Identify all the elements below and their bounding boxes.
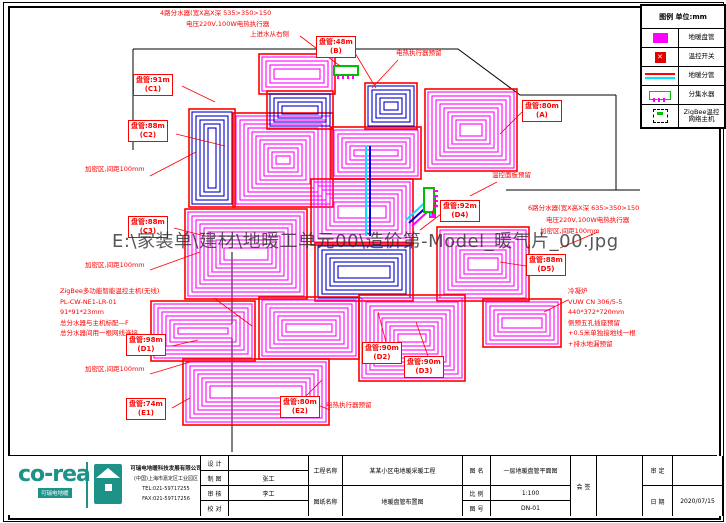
red-annotation: 6路分水器(宽X高X深 635>350>150	[528, 204, 640, 212]
area-label: 盘管:88m(D5)	[526, 254, 566, 276]
tb-draft-label: 制 图	[201, 471, 229, 486]
area-label: 盘管:98m(D1)	[126, 334, 166, 356]
area-label: 盘管:88m(C3)	[128, 216, 168, 238]
area-label: 盘管:88m(C2)	[128, 120, 168, 142]
red-annotation: 电热执行器预留	[396, 49, 442, 57]
legend-label: ZigBee温控网络主机	[683, 107, 720, 123]
tb-name-label: 图 名	[463, 456, 491, 486]
tb-check-name: 李工	[229, 486, 309, 501]
house-icon	[94, 464, 122, 504]
legend-label: 地暖分管	[688, 71, 715, 80]
legend-label: 温控开关	[688, 52, 715, 61]
tb-design-name	[229, 456, 309, 471]
tb-no-label: 图 号	[463, 501, 491, 516]
red-annotation: 上进水从右侧	[250, 30, 289, 38]
red-annotation: 电压220V,100W电热执行器	[546, 216, 630, 224]
company-tel: TEL:021-59717255	[142, 486, 190, 492]
tb-check-label: 审 核	[201, 486, 229, 501]
red-annotation: 温控面板预留	[492, 171, 531, 179]
tb-name-value: 一层地暖盘管平面图	[491, 456, 571, 486]
area-label: 盘管:80m(E2)	[280, 396, 320, 418]
tb-approve-label: 审 定	[643, 456, 673, 486]
area-label: 盘管:90m(D3)	[404, 356, 444, 378]
logo-divider	[86, 462, 88, 508]
thermostat-switch-icon: ✕	[642, 48, 679, 66]
supply-return-pipes-icon	[642, 67, 679, 85]
sheet-inner-frame	[8, 6, 721, 520]
legend-row: 地暖盘管	[642, 29, 724, 48]
title-block-table: 设 计 制 图 审 核 校 对 张工 李工 工程名称 图纸名称 某某小区电地暖采…	[200, 456, 723, 516]
tb-draft-name: 张工	[229, 471, 309, 486]
tb-no-value: DN-01	[491, 501, 571, 516]
tb-project-value: 某某小区电地暖采暖工程	[343, 456, 463, 486]
red-annotation: 电热执行器预留	[326, 401, 372, 409]
tb-scale-value: 1:100	[491, 486, 571, 501]
brand-logo: co-rea	[18, 462, 91, 487]
tb-design-label: 设 计	[201, 456, 229, 471]
tb-project-label: 工程名称	[309, 456, 343, 486]
brand-sub-label: 可瑞电地暖	[38, 488, 72, 498]
manifold-icon	[642, 86, 679, 104]
red-annotation: 加密区,间距100mm	[85, 261, 145, 269]
legend-row: ZigBee温控网络主机	[642, 105, 724, 127]
tb-proof-name	[229, 501, 309, 516]
tb-date-value: 2020/07/15	[673, 486, 723, 516]
tb-proof-label: 校 对	[201, 501, 229, 516]
legend-label: 地暖盘管	[688, 33, 715, 42]
file-path-watermark: E:\家装单\建材\地暖工单元00\造价第-Model_暖气片_00.jpg	[112, 231, 619, 252]
tb-sheet-label: 图纸名称	[309, 486, 343, 516]
area-label: 盘管:74m(E1)	[126, 398, 166, 420]
sheet-outer-frame	[3, 2, 724, 522]
area-label: 盘管:48m(B)	[316, 36, 356, 58]
company-address: (中国)上海市嘉定区工业园区	[134, 476, 198, 482]
legend-panel: 图例 单位:mm 地暖盘管 ✕ 温控开关 地暖分管 分集水器 ZigBee温控网…	[640, 4, 726, 129]
tb-scale-label: 比 例	[463, 486, 491, 501]
tb-sign-area	[597, 456, 643, 516]
red-annotation: 4路分水器(宽X高X深 535>350>150	[160, 9, 272, 17]
company-logo-cell: co-rea 可瑞电地暖 可瑞电地暖科技发展有限公司 (中国)上海市嘉定区工业园…	[8, 456, 202, 515]
legend-title: 图例 单位:mm	[642, 6, 724, 29]
legend-label: 分集水器	[688, 90, 715, 99]
red-annotation: 加密区,间距100mm	[540, 227, 600, 235]
zigbee-host-icon	[642, 105, 679, 127]
red-annotation: 加密区,间距100mm	[85, 165, 145, 173]
area-label: 盘管:90m(D2)	[362, 342, 402, 364]
tb-sign-label: 会 签	[571, 456, 597, 516]
company-name: 可瑞电地暖科技发展有限公司	[130, 466, 202, 472]
area-label: 盘管:80m(A)	[522, 100, 562, 122]
tb-approve-value	[673, 456, 723, 486]
company-info: 可瑞电地暖科技发展有限公司 (中国)上海市嘉定区工业园区 TEL:021-597…	[126, 464, 206, 504]
coil-swatch	[642, 29, 679, 47]
red-annotation: 加密区,间距100mm	[85, 365, 145, 373]
legend-row: 分集水器	[642, 86, 724, 105]
area-label: 盘管:91m(C1)	[133, 74, 173, 96]
company-fax: FAX:021-59717256	[142, 496, 190, 502]
tb-date-label: 日 期	[643, 486, 673, 516]
legend-row: 地暖分管	[642, 67, 724, 86]
area-label: 盘管:92m(D4)	[440, 200, 480, 222]
red-annotation: 电压220V,100W电热执行器	[186, 20, 270, 28]
tb-sheet-value: 地暖盘管布置图	[343, 486, 463, 516]
legend-row: ✕ 温控开关	[642, 48, 724, 67]
